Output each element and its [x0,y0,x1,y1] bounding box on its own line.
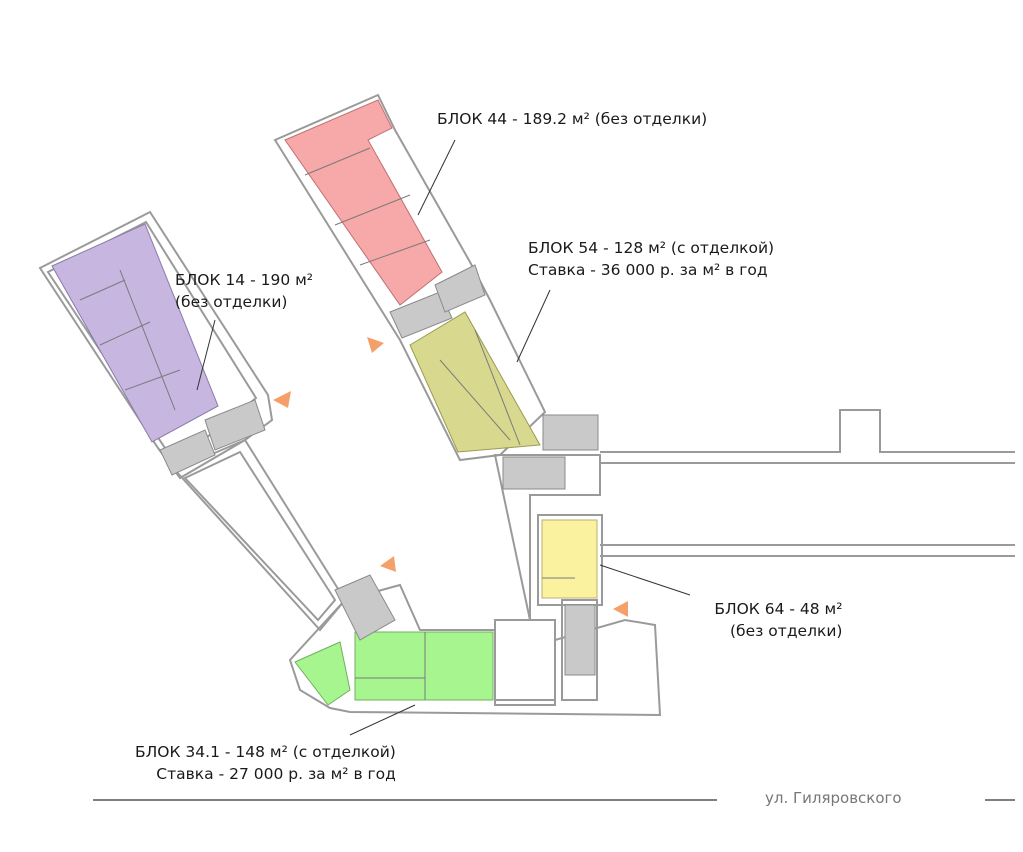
block-14-title: БЛОК 14 - 190 м² [175,271,314,289]
room-partitions [79,147,575,700]
block-34-1-area[interactable] [354,631,494,701]
block-64-label: БЛОК 64 - 48 м² (без отделки) [704,598,842,642]
block-44-label: БЛОК 44 - 189.2 м² (без отделки) [437,108,707,130]
block-14-area[interactable] [51,223,219,443]
block-54-area[interactable] [409,311,541,453]
entrance-arrows [273,337,628,617]
block-34-1-rate: Ставка - 27 000 р. за м² в год [156,765,396,783]
entrance-arrow-icon [380,556,396,572]
entrance-arrow-icon [613,601,628,617]
block-64-title: БЛОК 64 - 48 м² [714,600,843,618]
stairwells [159,264,599,676]
block-44-title: БЛОК 44 - 189.2 м² (без отделки) [437,110,708,128]
block-54-rate: Ставка - 36 000 р. за м² в год [528,261,768,279]
block-64-finish: (без отделки) [730,622,843,640]
leader-lines [196,139,691,736]
block-34-1-area-west[interactable] [294,641,351,706]
block-14-finish: (без отделки) [175,293,288,311]
street-name: ул. Гиляровского [765,789,902,807]
block-64-area[interactable] [541,519,598,599]
entrance-arrow-icon [273,391,291,408]
block-44-area[interactable] [284,99,443,306]
block-54-label: БЛОК 54 - 128 м² (с отделкой) Ставка - 3… [528,237,774,281]
block-54-title: БЛОК 54 - 128 м² (с отделкой) [528,239,775,257]
block-34-1-label: БЛОК 34.1 - 148 м² (с отделкой) Ставка -… [135,741,396,785]
block-34-1-title: БЛОК 34.1 - 148 м² (с отделкой) [135,743,396,761]
entrance-arrow-icon [367,337,384,353]
block-14-label: БЛОК 14 - 190 м² (без отделки) [175,269,313,313]
